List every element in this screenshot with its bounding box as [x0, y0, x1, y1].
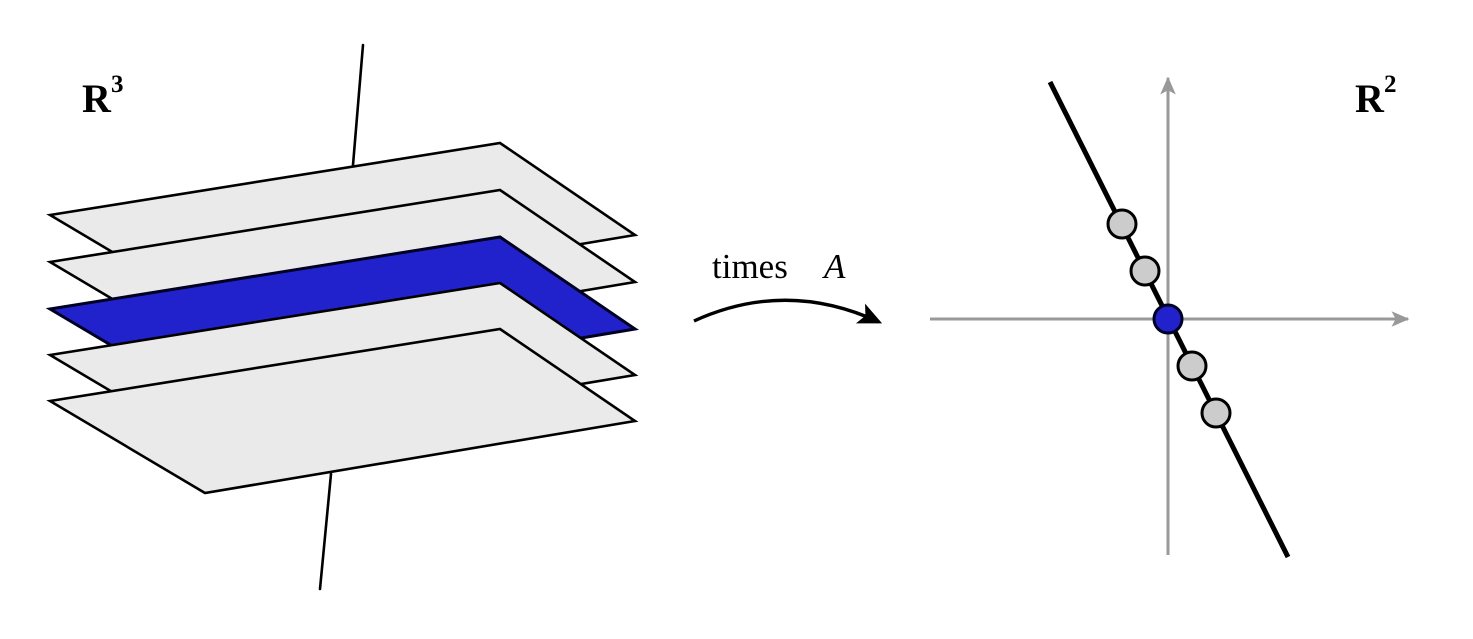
r3-label-superscript: 3	[111, 71, 124, 98]
r3-label-base: R	[82, 76, 112, 121]
r2-label-base: R	[1355, 76, 1385, 121]
r2-label: R 2	[1355, 71, 1397, 121]
image-point-4	[1200, 397, 1232, 429]
map-arrow-curve	[693, 298, 883, 324]
map-label-times: times	[712, 247, 788, 286]
image-point-3	[1176, 350, 1208, 382]
r2-label-superscript: 2	[1384, 71, 1397, 98]
image-point-2	[1129, 255, 1161, 287]
r3-label: R 3	[82, 71, 124, 121]
right-panel-r2: R 2	[930, 71, 1410, 559]
map-label-matrix-a: A	[822, 247, 846, 286]
kernel-line-lower-segment	[318, 472, 333, 591]
plane-5	[46, 327, 639, 495]
origin-point	[1152, 303, 1184, 335]
map-arrow-group: times A	[693, 247, 883, 324]
left-panel-r3: R 3	[45, 43, 639, 591]
image-point-1	[1106, 208, 1138, 240]
image-point-group	[1106, 208, 1232, 429]
plane-stack	[45, 141, 639, 495]
